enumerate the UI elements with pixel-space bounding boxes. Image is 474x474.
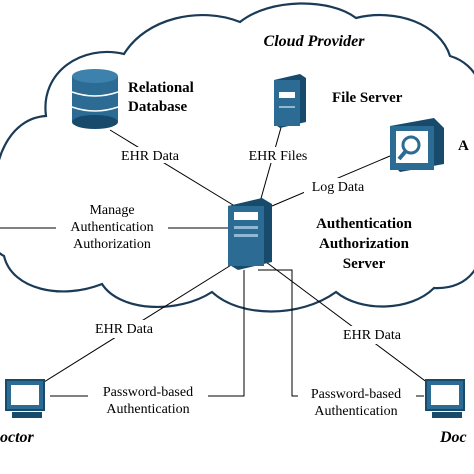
db-ehr-label: EHR Data xyxy=(121,149,180,164)
right-user-label: Doc xyxy=(439,429,467,446)
edge-labels: EHR Data EHR Files Log Data Manage Authe… xyxy=(56,147,416,420)
left-user-label: octor xyxy=(0,429,35,446)
auth-server-label-1: Authentication xyxy=(316,216,412,232)
auth-server-label-2: Authorization xyxy=(319,236,410,252)
audit-label: A xyxy=(458,138,469,154)
right-computer-icon xyxy=(425,379,465,418)
audit-icon xyxy=(390,118,444,172)
manage-label-2: Authentication xyxy=(70,220,153,235)
file-server-label: File Server xyxy=(332,90,403,106)
database-icon xyxy=(71,69,119,129)
file-ehr-label: EHR Files xyxy=(249,149,308,164)
right-ehr-label: EHR Data xyxy=(343,328,402,343)
auth-server-icon xyxy=(228,198,272,270)
right-auth-label-2: Authentication xyxy=(314,404,397,419)
manage-label-3: Authorization xyxy=(73,237,151,252)
log-data-label: Log Data xyxy=(312,180,365,195)
left-ehr-label: EHR Data xyxy=(95,322,154,337)
database-label-1: Relational xyxy=(128,80,194,96)
left-computer-icon xyxy=(5,379,45,418)
cloud-title: Cloud Provider xyxy=(264,33,366,50)
database-label-2: Database xyxy=(128,99,188,115)
db-to-server-line xyxy=(109,129,239,209)
file-server-icon xyxy=(274,74,306,128)
auth-server-label-3: Server xyxy=(343,256,386,272)
left-auth-label-1: Password-based xyxy=(103,385,193,400)
left-auth-label-2: Authentication xyxy=(106,402,189,417)
manage-label-1: Manage xyxy=(89,203,134,218)
right-auth-label-1: Password-based xyxy=(311,387,401,402)
